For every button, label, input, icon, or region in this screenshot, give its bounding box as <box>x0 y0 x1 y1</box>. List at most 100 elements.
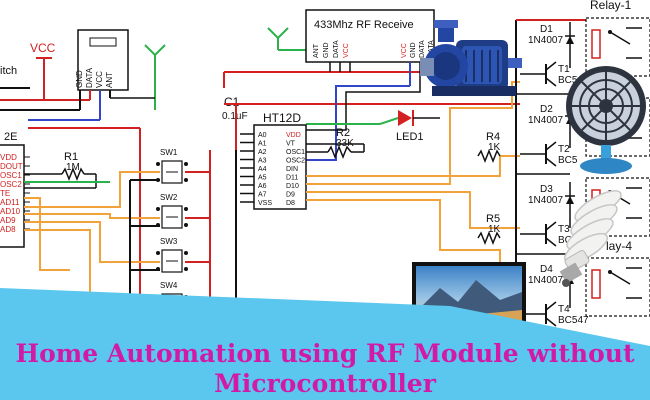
decoder-pin-label: DIN <box>286 166 298 173</box>
rx-pin-label: ANT <box>313 43 320 58</box>
diode-label: D4 <box>540 264 553 275</box>
switch-label: SW3 <box>160 237 178 246</box>
title-banner <box>0 288 650 400</box>
encoder-pin-label: TE <box>0 189 10 198</box>
diode-label: D1 <box>540 24 553 35</box>
decoder-pin-label: D8 <box>286 200 295 207</box>
transistor-icon <box>520 141 557 167</box>
decoder-pin-label: D11 <box>286 175 298 182</box>
title-line-2: Microcontroller <box>214 369 436 398</box>
rf-receiver-label: 433Mhz RF Receive <box>314 19 414 31</box>
resistor-r4 <box>477 148 501 164</box>
diode-part: 1N4007 <box>528 195 563 206</box>
tx-chip <box>89 37 117 47</box>
rx-pin-label: DATA <box>333 40 340 58</box>
transistor-part: BC547 <box>558 315 589 326</box>
encoder-pin-label: OSC2 <box>0 180 22 189</box>
led-icon <box>398 110 412 126</box>
c1-value: 0.1uF <box>222 111 248 122</box>
r4-label: R4 <box>486 131 500 143</box>
decoder-output-wires <box>306 81 520 307</box>
transistor-icon <box>520 221 557 247</box>
decoder-pin-label: VSS <box>258 200 272 207</box>
resistor-r5 <box>477 230 501 246</box>
transistor-label: T1 <box>558 64 570 75</box>
transistor-label: T4 <box>558 304 570 315</box>
decoder-ic <box>253 124 307 210</box>
wire <box>379 117 399 125</box>
decoder-pin-label: A7 <box>258 192 267 199</box>
diode-part: 1N4007 <box>528 275 563 286</box>
encoder-pin-label: AD11 <box>0 198 20 207</box>
encoder-part-label: 2E <box>4 131 17 143</box>
rf-receiver-module <box>305 9 435 63</box>
transistor-label: T3 <box>558 224 570 235</box>
decoder-pin-label: OSC1 <box>286 149 305 156</box>
r2-label: R2 <box>336 127 350 139</box>
relay-icon <box>585 257 650 317</box>
encoder-pin-label: OSC1 <box>0 171 22 180</box>
encoder-pin-label: AD8 <box>0 225 16 234</box>
tx-pin-label: VCC <box>95 71 104 88</box>
resistor-r2 <box>327 144 352 160</box>
diode-part: 1N4007 <box>528 35 563 46</box>
switch-label: SW4 <box>160 281 178 290</box>
antenna-icon <box>144 44 166 110</box>
relay-4-label: lay-4 <box>606 239 632 253</box>
r5-value: 1K <box>488 224 501 235</box>
table-fan-icon <box>566 66 646 174</box>
push-switch <box>156 205 188 229</box>
rx-pin-label: GND <box>323 42 330 58</box>
transistor-part: BC5 <box>558 155 578 166</box>
transistor-icon <box>520 61 557 87</box>
relay-icon <box>585 17 650 77</box>
decoder-pin-label: VT <box>286 141 296 148</box>
encoder-pin-label: AD9 <box>0 216 16 225</box>
diode-part: 1N4007 <box>528 115 563 126</box>
decoder-pin-label: A5 <box>258 175 267 182</box>
relay-1-label: Relay-1 <box>590 0 632 12</box>
rx-pin-label: DATA <box>428 40 435 58</box>
vcc-label: VCC <box>30 41 56 55</box>
light-bulb-icon <box>559 190 622 287</box>
diode-label: D2 <box>540 104 553 115</box>
diode-label: D3 <box>540 184 553 195</box>
rx-pin-label: VCC <box>343 43 350 58</box>
encoder-pin-label: AD10 <box>0 207 21 216</box>
decoder-pin-label: A4 <box>258 166 267 173</box>
resistor-r1 <box>61 166 85 182</box>
r1-label: R1 <box>64 151 78 163</box>
tx-pin-label: DATA <box>85 67 94 88</box>
c1-label: C1 <box>224 95 240 109</box>
relay-driver-stages: D11N4007T1BC547D21N4007T2BC5D31N4007T3BC… <box>516 22 589 335</box>
title-line-1: Home Automation using RF Module without <box>15 339 635 368</box>
transistor-label: T2 <box>558 144 570 155</box>
switch-label: SW2 <box>160 193 178 202</box>
switch-label: itch <box>0 65 17 77</box>
decoder-pin-label: A1 <box>258 141 267 148</box>
decoder-pin-label: A3 <box>258 158 267 165</box>
push-switch <box>156 249 188 273</box>
encoder-pin-label: DOUT <box>0 162 23 171</box>
decoder-pin-label: D10 <box>286 183 299 190</box>
decoder-pin-label: D9 <box>286 192 295 199</box>
decoder-part-label: HT12D <box>263 111 301 125</box>
r4-value: 1K <box>488 142 501 153</box>
rx-pin-label: VCC <box>401 43 408 58</box>
r5-label: R5 <box>486 213 500 225</box>
rx-pin-label: GND <box>410 42 417 58</box>
switch-label: SW1 <box>160 148 178 157</box>
tx-pin-label: ANT <box>105 72 114 88</box>
transistor-part: BC547 <box>558 75 589 86</box>
tx-pin-label: GND <box>75 70 84 88</box>
encoder-pin-label: VDD <box>0 153 17 162</box>
water-pump-icon <box>420 20 522 96</box>
rx-pin-label: DATA <box>419 40 426 58</box>
decoder-pin-label: A0 <box>258 132 267 139</box>
